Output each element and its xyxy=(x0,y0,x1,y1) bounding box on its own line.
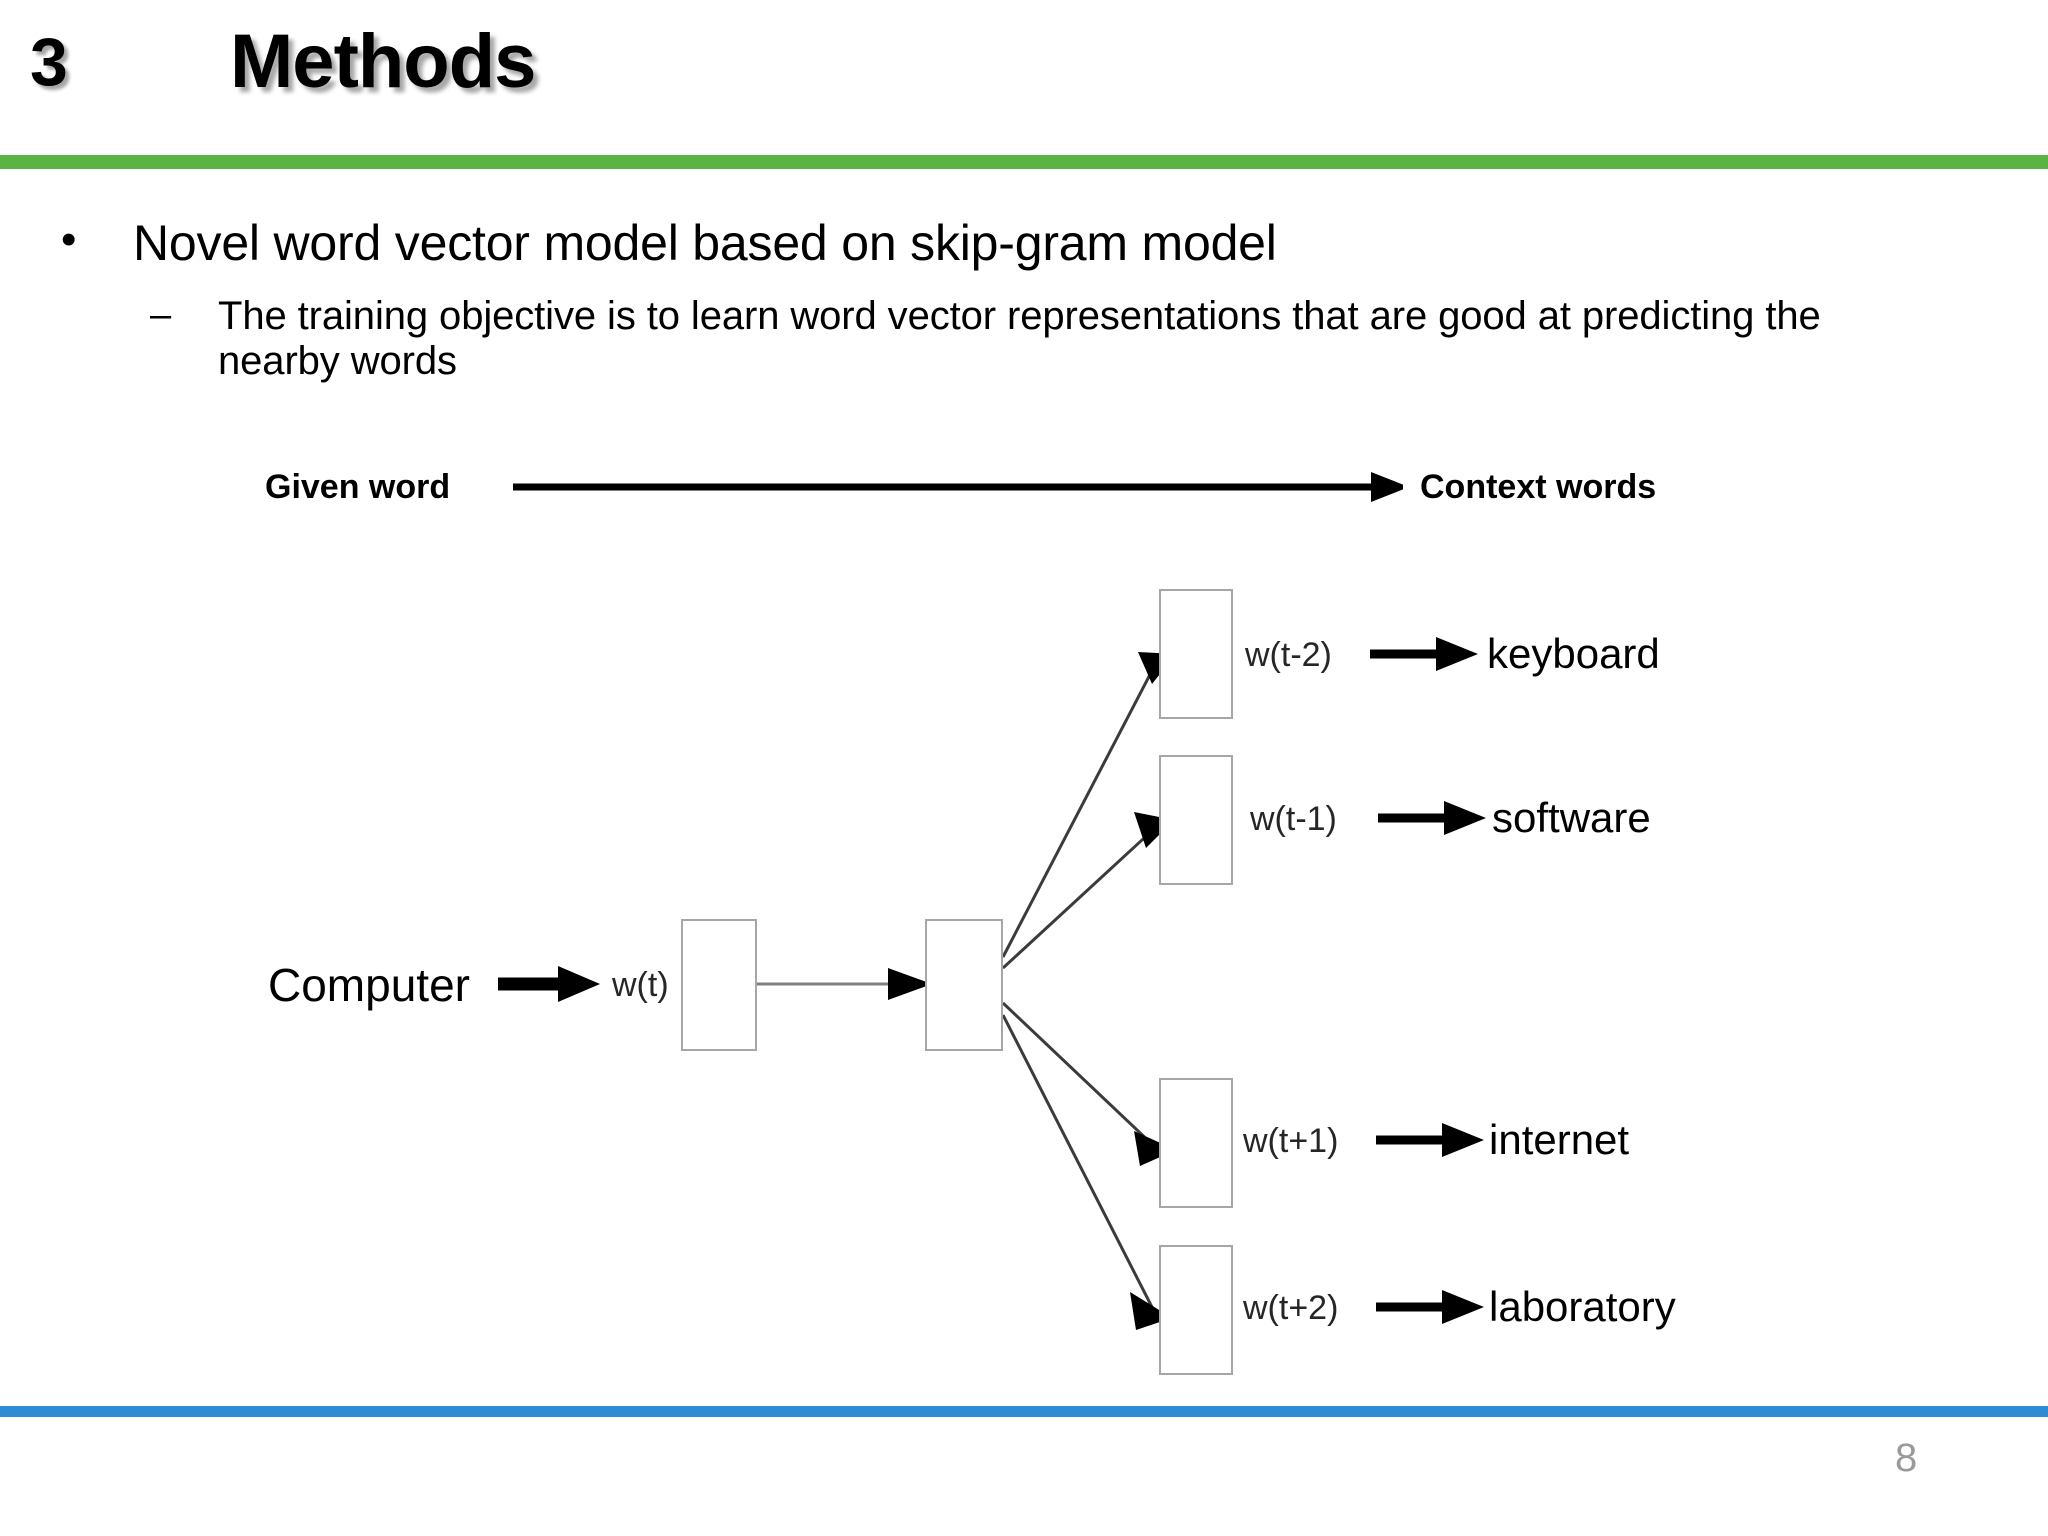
connector-hub-to-wt-plus-2 xyxy=(1001,1014,1172,1330)
connector-hub-to-wt-plus-1 xyxy=(1001,1001,1176,1166)
bullet-text-primary: Novel word vector model based on skip-gr… xyxy=(133,215,1277,271)
footer-divider-blue xyxy=(0,1406,2048,1417)
arrow-computer-to-wt xyxy=(498,966,600,1002)
bullet-text-secondary: The training objective is to learn word … xyxy=(218,294,1821,383)
node-box-hub xyxy=(925,919,1003,1051)
axis-label-context-words: Context words xyxy=(1420,468,1657,506)
node-code-wt-minus-2: w(t-2) xyxy=(1245,636,1332,674)
node-box-input-wt xyxy=(681,919,757,1051)
arrow-wt-minus-2-to-keyboard xyxy=(1370,637,1478,671)
axis-label-given-word: Given word xyxy=(265,468,451,506)
arrow-wt-minus-1-to-software xyxy=(1378,801,1486,835)
slide-header: 3 Methods xyxy=(0,0,2048,155)
dash-marker-icon: – xyxy=(150,294,172,336)
connector-wt-to-hub xyxy=(755,968,932,1000)
node-box-wt-minus-2 xyxy=(1159,589,1233,719)
connector-hub-to-wt-minus-1 xyxy=(1001,812,1174,970)
slide-section-number: 3 xyxy=(30,24,68,100)
node-code-wt-plus-1: w(t+1) xyxy=(1243,1122,1339,1160)
bullet-item-primary: • Novel word vector model based on skip-… xyxy=(55,215,1955,271)
bullet-item-secondary: – The training objective is to learn wor… xyxy=(150,294,1950,384)
node-code-wt-minus-1: w(t-1) xyxy=(1250,800,1337,838)
arrow-wt-plus-2-to-laboratory xyxy=(1376,1290,1484,1324)
node-box-wt-minus-1 xyxy=(1159,755,1233,885)
page-number: 8 xyxy=(1895,1436,1918,1480)
node-code-wt: w(t) xyxy=(612,966,669,1004)
output-word-software: software xyxy=(1492,794,1651,841)
node-box-wt-plus-1 xyxy=(1159,1078,1233,1208)
diagram-axis-row: Given word Context words xyxy=(265,462,1715,512)
axis-arrow-icon xyxy=(513,472,1403,502)
connector-hub-to-wt-minus-2 xyxy=(1001,652,1176,958)
output-word-keyboard: keyboard xyxy=(1487,630,1660,677)
output-word-laboratory: laboratory xyxy=(1489,1283,1676,1330)
bullet-marker-icon: • xyxy=(61,215,77,264)
input-word-label: Computer xyxy=(268,959,470,1011)
arrow-wt-plus-1-to-internet xyxy=(1376,1123,1484,1157)
output-word-internet: internet xyxy=(1489,1116,1630,1163)
page-title: Methods xyxy=(230,19,536,104)
node-code-wt-plus-2: w(t+2) xyxy=(1243,1289,1339,1327)
header-divider-green xyxy=(0,155,2048,169)
node-box-wt-plus-2 xyxy=(1159,1245,1233,1375)
